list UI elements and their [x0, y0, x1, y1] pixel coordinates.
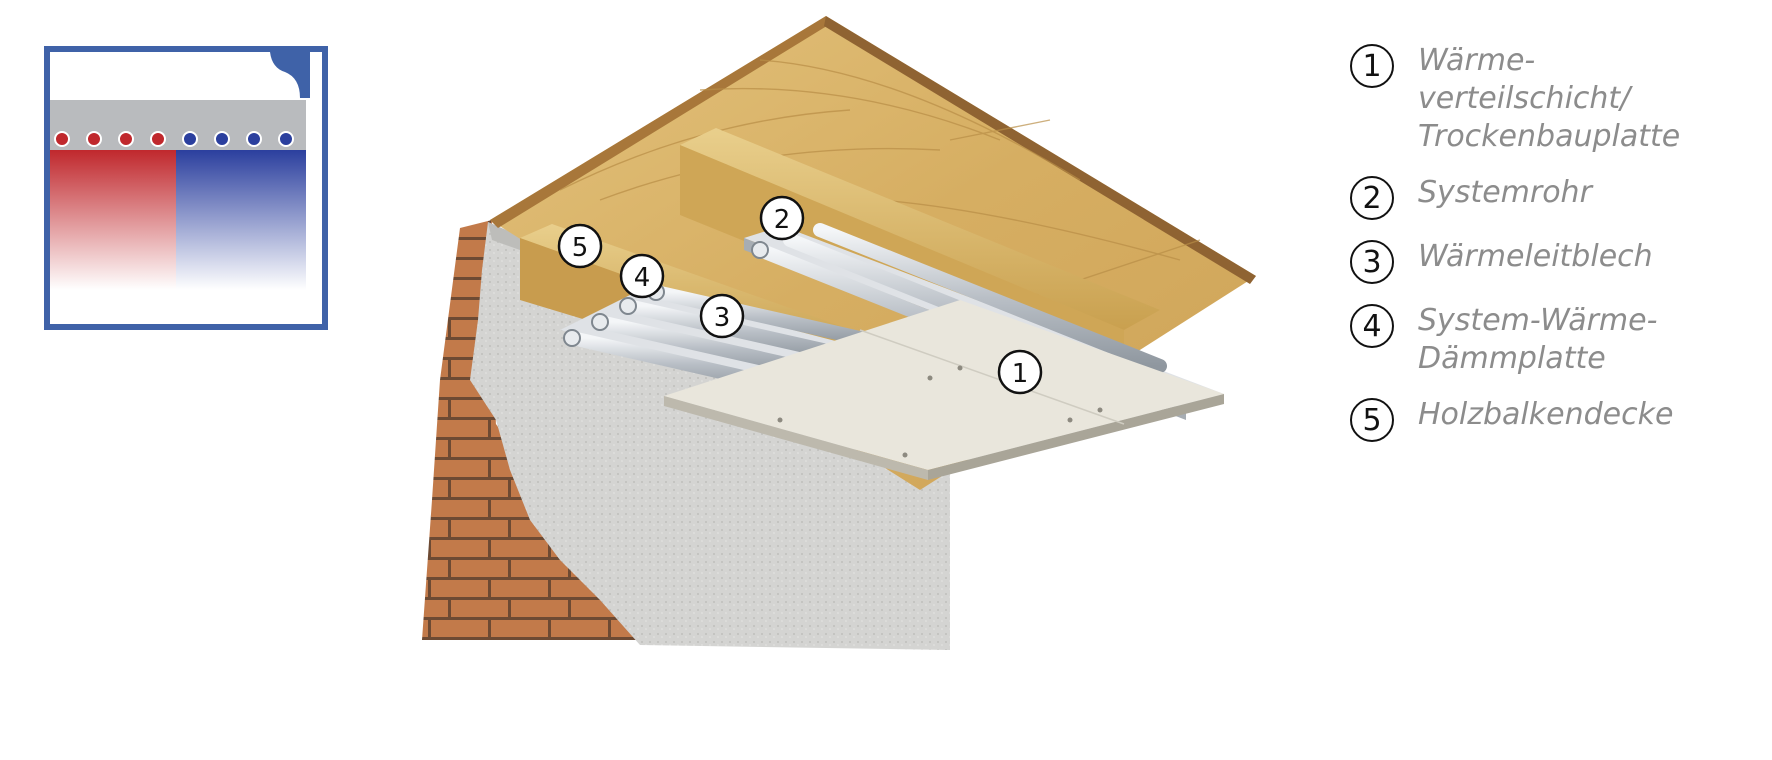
- legend-item-3: 3 Wärmeleitblech: [1350, 238, 1760, 284]
- legend-label-5: Holzbalkendecke: [1418, 397, 1674, 432]
- drywall-board: [664, 300, 1224, 480]
- svg-text:4: 4: [634, 263, 651, 293]
- ceiling-heating-icon: [44, 46, 328, 330]
- legend-number-2: 2: [1350, 176, 1394, 220]
- svg-text:3: 3: [714, 303, 731, 333]
- legend-item-4: 4 System-Wärme- Dämmplatte: [1350, 302, 1760, 378]
- legend-number-4: 4: [1350, 304, 1394, 348]
- legend-label-2: Systemrohr: [1418, 175, 1592, 210]
- legend-item-2: 2 Systemrohr: [1350, 174, 1760, 220]
- svg-text:5: 5: [572, 233, 589, 263]
- svg-text:2: 2: [774, 205, 791, 235]
- legend-label-1: Wärme- verteilschicht/ Trockenbauplatte: [1418, 43, 1681, 154]
- marker-5: 5: [557, 223, 603, 269]
- marker-3: 3: [699, 293, 745, 339]
- marker-4: 4: [619, 253, 665, 299]
- marker-2: 2: [759, 195, 805, 241]
- legend-number-5: 5: [1350, 398, 1394, 442]
- pipe-dots: [54, 131, 294, 147]
- legend-number-3: 3: [1350, 240, 1394, 284]
- legend-label-3: Wärmeleitblech: [1418, 239, 1653, 274]
- legend-label-4: System-Wärme- Dämmplatte: [1418, 303, 1658, 376]
- legend-item-5: 5 Holzbalkendecke: [1350, 396, 1760, 442]
- legend-item-1: 1 Wärme- verteilschicht/ Trockenbauplatt…: [1350, 42, 1760, 156]
- svg-text:1: 1: [1012, 359, 1029, 389]
- marker-1: 1: [997, 349, 1043, 395]
- legend: 1 Wärme- verteilschicht/ Trockenbauplatt…: [1350, 42, 1760, 460]
- legend-number-1: 1: [1350, 44, 1394, 88]
